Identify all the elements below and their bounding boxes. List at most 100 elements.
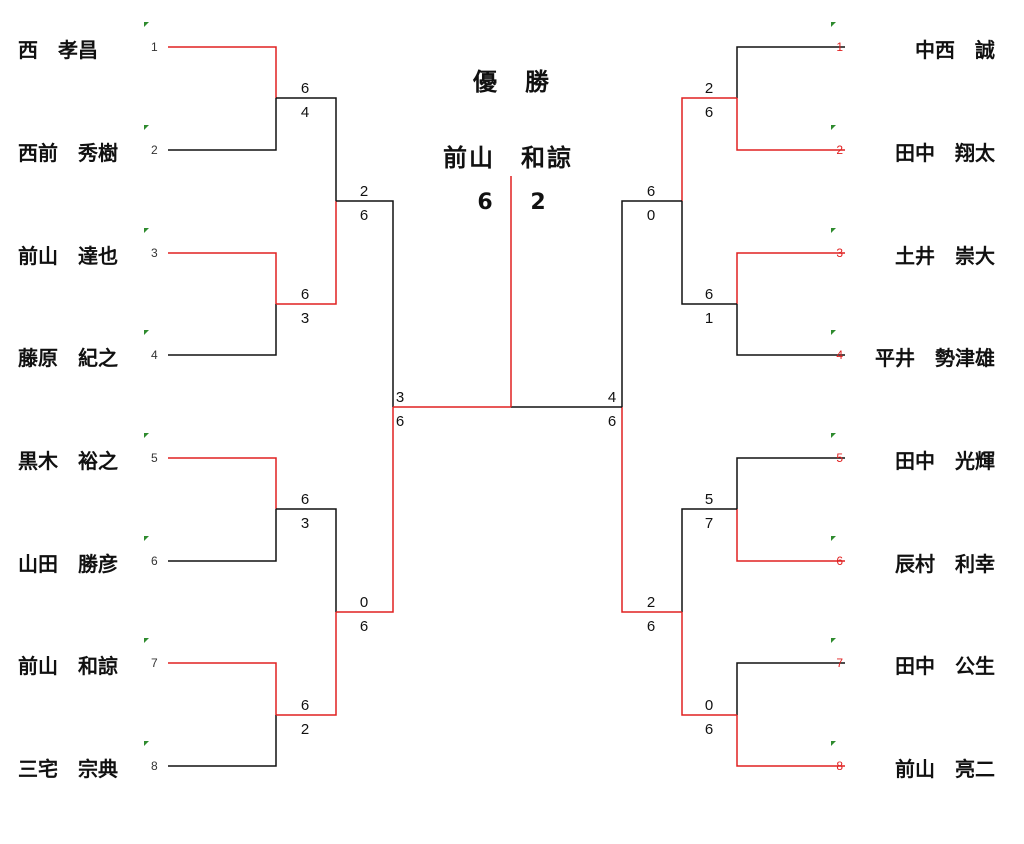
right-seed-marker [831, 741, 836, 746]
champion-name: 前山 和諒 [443, 144, 573, 172]
right-r1-score-bottom: 1 [704, 310, 714, 327]
right-seed: 2 [836, 143, 843, 157]
left-seed: 8 [151, 759, 158, 773]
right-seed-marker [831, 433, 836, 438]
left-r1-line [168, 662, 277, 715]
left-sf-score-bottom: 6 [395, 413, 405, 430]
left-r1-line [168, 98, 277, 151]
right-seed: 8 [836, 759, 843, 773]
right-player-name: 前山 亮二 [895, 757, 995, 781]
left-player-name: 藤原 紀之 [18, 346, 118, 370]
right-player-name: 平井 勢津雄 [875, 346, 995, 370]
left-r1-line [168, 46, 277, 98]
right-r2-line [681, 508, 737, 612]
right-player-name: 辰村 利幸 [895, 552, 995, 576]
right-r2-line [681, 97, 737, 201]
left-player-name: 西前 秀樹 [18, 141, 118, 165]
right-r1-score-top: 5 [704, 491, 714, 508]
left-r2-score-top: 0 [359, 594, 369, 611]
right-seed-marker [831, 638, 836, 643]
right-r1-line [736, 509, 845, 562]
left-r1-score-bottom: 2 [300, 721, 310, 738]
left-sf-line [336, 407, 394, 613]
left-r2-score-bottom: 6 [359, 207, 369, 224]
right-seed: 5 [836, 451, 843, 465]
left-r1-score-bottom: 3 [300, 515, 310, 532]
right-sf-score-bottom: 6 [607, 413, 617, 430]
left-seed: 2 [151, 143, 158, 157]
left-r1-score-top: 6 [300, 491, 310, 508]
left-r1-score-top: 6 [300, 80, 310, 97]
left-r1-line [168, 715, 277, 767]
right-seed: 6 [836, 554, 843, 568]
right-r1-line [736, 98, 845, 151]
left-seed: 5 [151, 451, 158, 465]
right-r2-score-top: 2 [646, 594, 656, 611]
left-r1-line [168, 509, 277, 562]
left-seed-marker [144, 638, 149, 643]
left-r2-line [276, 508, 337, 612]
right-seed: 4 [836, 348, 843, 362]
right-sf-score-top: 4 [607, 389, 617, 406]
right-seed-marker [831, 330, 836, 335]
left-player-name: 前山 達也 [18, 244, 118, 268]
left-seed-marker [144, 228, 149, 233]
right-r1-line [736, 252, 845, 304]
right-r1-score-bottom: 7 [704, 515, 714, 532]
right-player-name: 田中 公生 [895, 654, 995, 678]
left-seed-marker [144, 22, 149, 27]
left-r2-score-top: 2 [359, 183, 369, 200]
right-seed: 7 [836, 656, 843, 670]
left-seed: 7 [151, 656, 158, 670]
right-r1-line [736, 715, 845, 767]
left-sf-line [336, 200, 394, 407]
right-r1-line [736, 457, 845, 509]
right-r1-score-top: 2 [704, 80, 714, 97]
right-r1-score-bottom: 6 [704, 721, 714, 738]
left-seed-marker [144, 536, 149, 541]
left-r2-line [276, 201, 337, 305]
right-player-name: 田中 翔太 [895, 141, 995, 165]
champion-title: 優 勝 [473, 68, 551, 96]
left-r1-score-bottom: 4 [300, 104, 310, 121]
right-player-name: 中西 誠 [915, 38, 995, 62]
left-seed-marker [144, 330, 149, 335]
right-r1-line [736, 46, 845, 98]
right-seed-marker [831, 125, 836, 130]
right-r2-score-bottom: 0 [646, 207, 656, 224]
right-r1-score-top: 6 [704, 286, 714, 303]
left-player-name: 西 孝昌 [18, 38, 98, 62]
left-r1-score-bottom: 3 [300, 310, 310, 327]
right-r2-line [681, 201, 737, 305]
left-seed: 1 [151, 40, 158, 54]
left-r2-line [276, 612, 337, 716]
right-seed-marker [831, 22, 836, 27]
right-r1-score-bottom: 6 [704, 104, 714, 121]
right-r1-line [736, 304, 845, 356]
final-score-left: 6 [477, 190, 493, 215]
left-seed: 6 [151, 554, 158, 568]
right-seed-marker [831, 228, 836, 233]
left-r2-line [276, 97, 337, 201]
left-player-name: 黒木 裕之 [18, 449, 118, 473]
final-score-right: 2 [530, 190, 546, 215]
right-seed-marker [831, 536, 836, 541]
left-r1-line [168, 457, 277, 509]
right-sf-line [621, 200, 682, 407]
left-r1-score-top: 6 [300, 697, 310, 714]
left-seed-marker [144, 125, 149, 130]
right-r2-score-bottom: 6 [646, 618, 656, 635]
right-player-name: 田中 光輝 [895, 449, 995, 473]
left-player-name: 三宅 宗典 [18, 757, 118, 781]
left-player-name: 前山 和諒 [18, 654, 118, 678]
right-r1-line [736, 662, 845, 715]
right-player-name: 土井 崇大 [895, 244, 995, 268]
left-seed: 4 [151, 348, 158, 362]
left-sf-score-top: 3 [395, 389, 405, 406]
right-sf-line [621, 407, 682, 613]
left-seed-marker [144, 741, 149, 746]
left-player-name: 山田 勝彦 [18, 552, 118, 576]
right-r1-score-top: 0 [704, 697, 714, 714]
right-seed: 1 [836, 40, 843, 54]
